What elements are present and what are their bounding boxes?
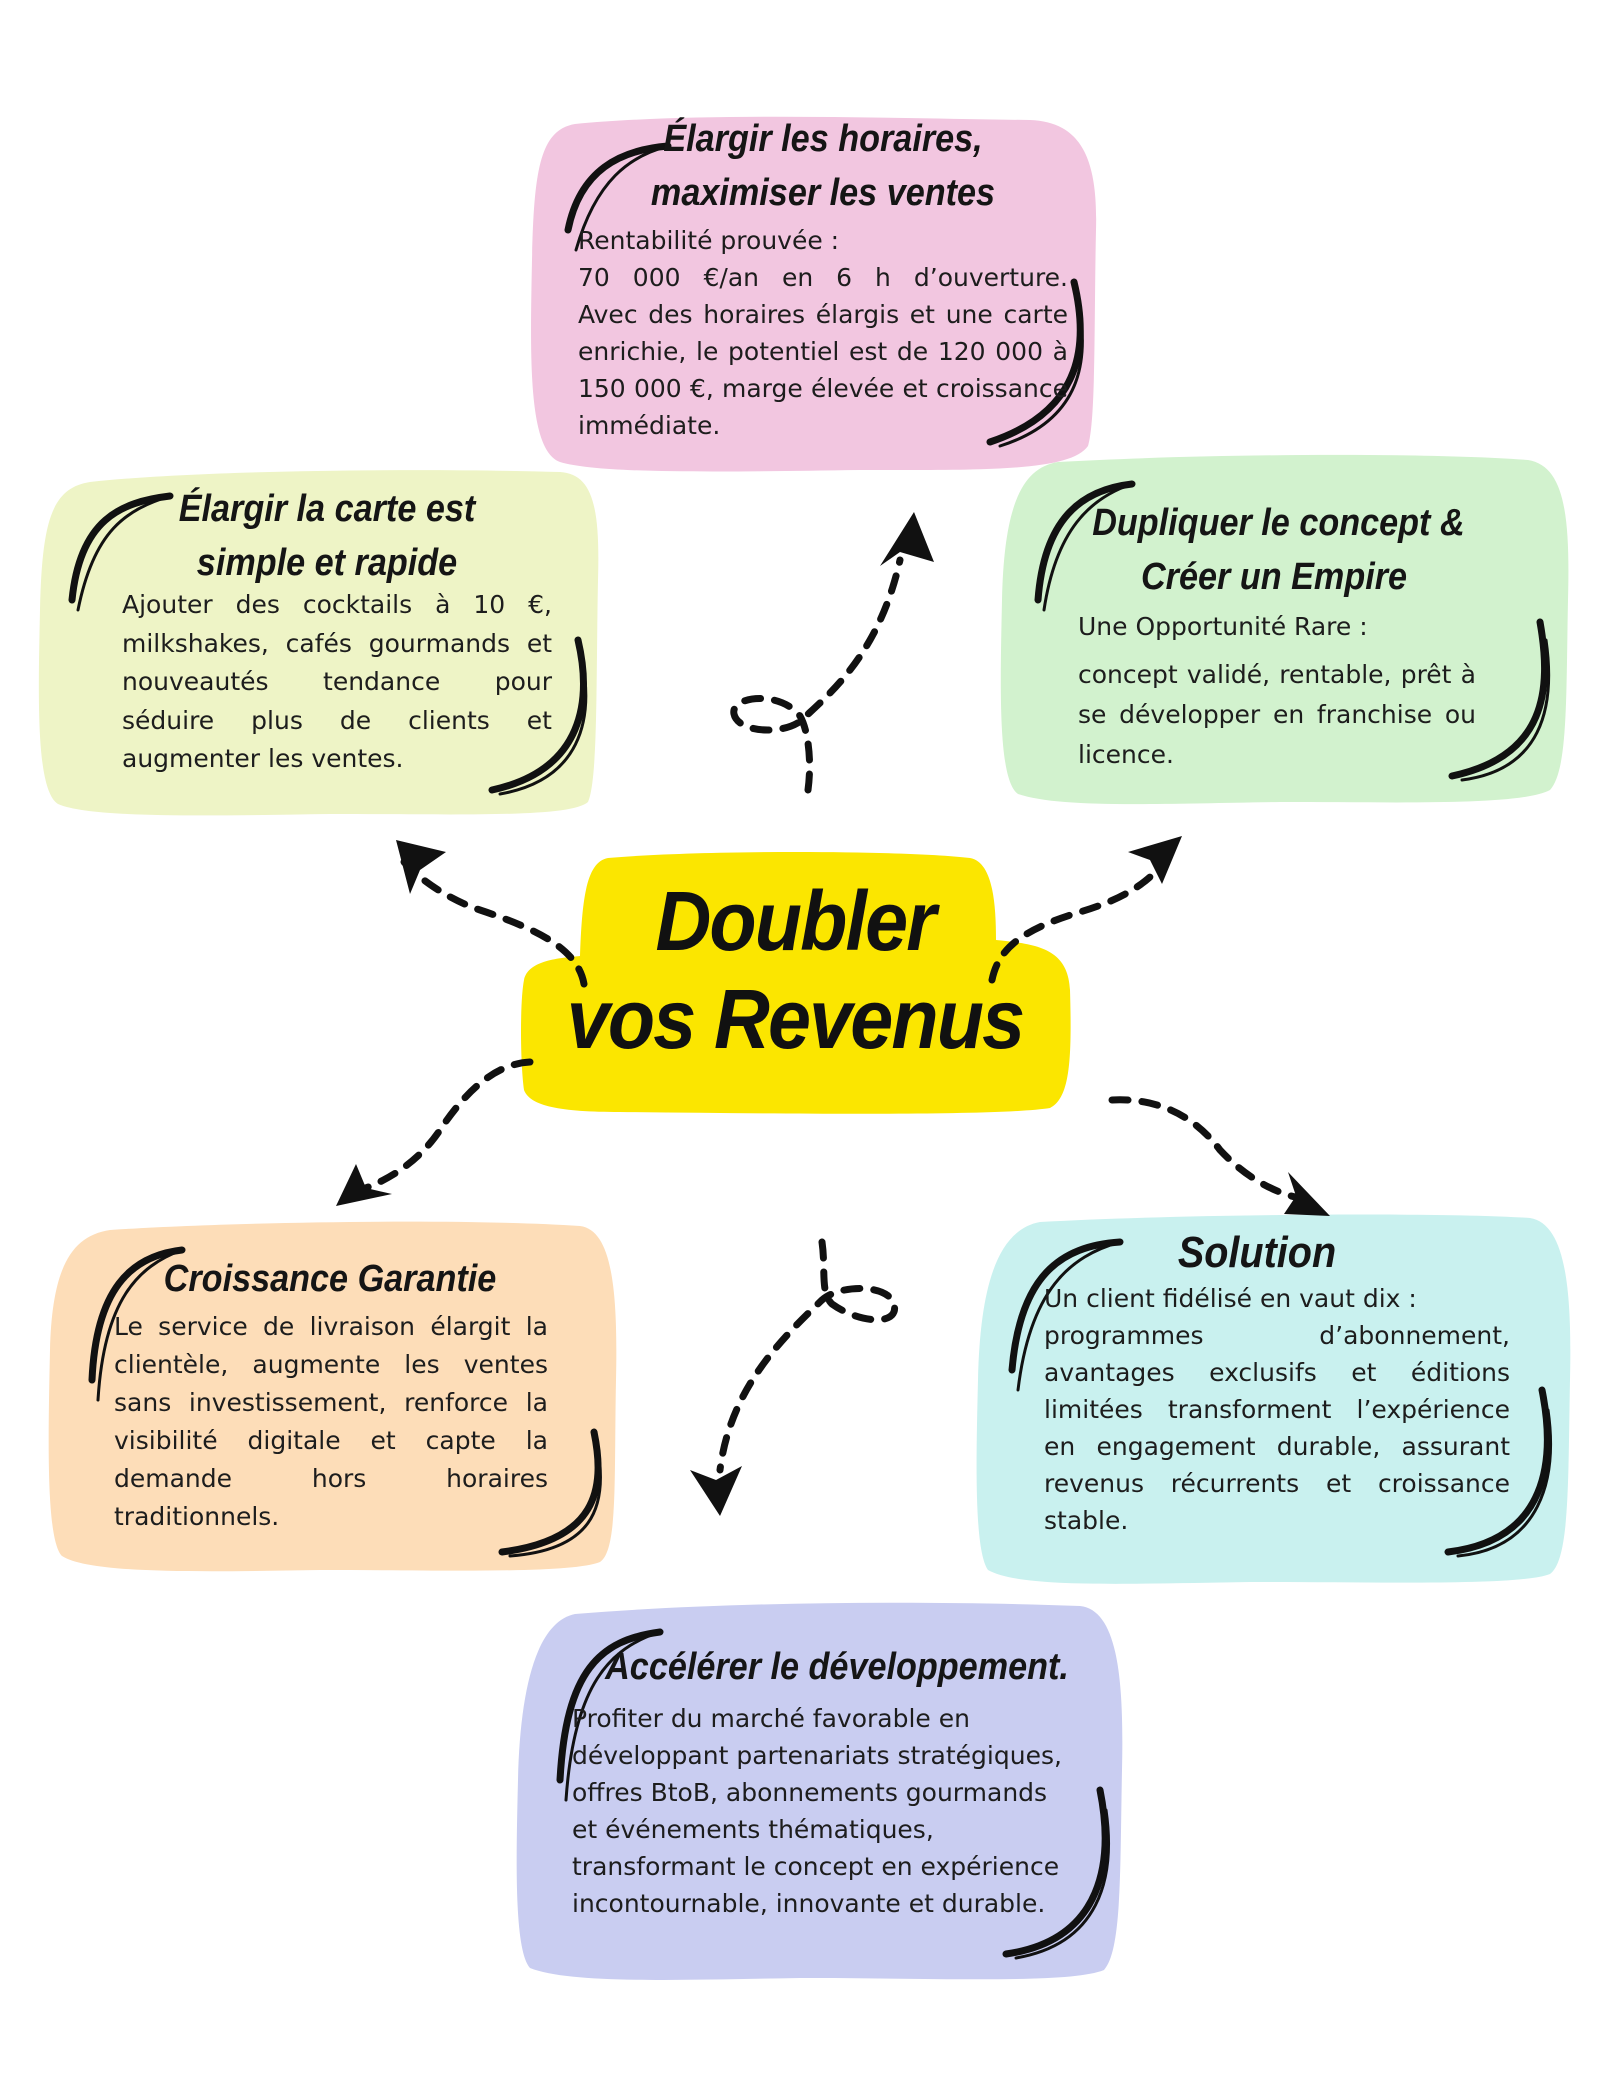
card-croissance-title: Croissance Garantie xyxy=(163,1258,497,1300)
card-developpement-body-line: et événements thématiques, xyxy=(572,1815,934,1844)
card-carte-title-line1: Élargir la carte est xyxy=(178,488,476,530)
card-carte: Élargir la carte est simple et rapide Aj… xyxy=(122,482,552,779)
brush-strokes xyxy=(68,142,1552,1960)
arrowhead-lower-left xyxy=(336,1164,392,1206)
card-horaires-body: Rentabilité prouvée : 70 000 €/an en 6 h… xyxy=(578,222,1068,444)
card-carte-title-line2: simple et rapide xyxy=(196,542,458,584)
card-developpement: Accélérer le développement. Profiter du … xyxy=(572,1640,1112,1922)
card-empire-title-line1: Dupliquer le concept & xyxy=(1092,502,1465,544)
arrow-to-solution xyxy=(1108,1096,1314,1204)
card-developpement-body-line: offres BtoB, abonnements gourmands xyxy=(572,1778,1048,1807)
card-horaires-title-line2: maximiser les ventes xyxy=(650,172,996,214)
card-carte-blob xyxy=(38,470,599,816)
card-horaires-blob xyxy=(531,116,1097,472)
card-developpement-title: Accélérer le développement. xyxy=(605,1646,1069,1688)
connector-arrows xyxy=(356,556,1314,1474)
arrow-to-croissance xyxy=(356,1058,534,1194)
arrowhead-down xyxy=(690,1466,742,1516)
card-horaires: Élargir les horaires, maximiser les vent… xyxy=(578,112,1068,444)
card-empire-title-line2: Créer un Empire xyxy=(1140,556,1408,598)
card-horaires-body-line1: Rentabilité prouvée : xyxy=(578,226,840,255)
card-solution-blob xyxy=(976,1214,1571,1584)
card-horaires-title-line1: Élargir les horaires, xyxy=(663,118,983,160)
card-developpement-body: Profiter du marché favorable en développ… xyxy=(572,1700,1112,1922)
arrowhead-upper-right xyxy=(1128,836,1182,884)
center-blob xyxy=(521,852,1071,1114)
card-developpement-body-line: développant partenariats stratégiques, xyxy=(572,1741,1062,1770)
card-solution: Solution Un client fidélisé en vaut dix … xyxy=(1044,1226,1510,1539)
card-developpement-body-line: transformant le concept en expérience xyxy=(572,1852,1060,1881)
arrow-to-empire xyxy=(988,852,1172,984)
arrow-to-developpement xyxy=(716,1238,898,1474)
card-empire-title: Dupliquer le concept & Créer un Empire xyxy=(1092,496,1465,604)
card-croissance-blob xyxy=(48,1221,617,1572)
card-croissance-body: Le service de livraison élargit la clien… xyxy=(114,1312,548,1531)
card-empire-body-line1: Une Opportunité Rare : xyxy=(1078,612,1368,641)
central-topic: Doubler vos Revenus xyxy=(551,872,1039,1068)
card-empire-blob xyxy=(1000,454,1569,805)
card-carte-body: Ajouter des cocktails à 10 €, milkshakes… xyxy=(122,590,552,773)
card-empire-body-line2: concept validé, rentable, prêt à se déve… xyxy=(1078,660,1476,769)
card-solution-title: Solution xyxy=(1177,1228,1337,1277)
arrowhead-upper-left xyxy=(396,840,446,894)
card-empire: Dupliquer le concept & Créer un Empire U… xyxy=(1078,496,1476,775)
arrowhead-lower-right xyxy=(1284,1172,1330,1216)
card-horaires-body-line3: Avec des horaires élargis et une carte e… xyxy=(578,300,1068,440)
card-carte-title: Élargir la carte est simple et rapide xyxy=(125,482,530,590)
central-topic-line1: Doubler xyxy=(655,874,936,968)
card-developpement-blob xyxy=(516,1602,1123,1980)
card-developpement-body-line: Profiter du marché favorable en xyxy=(572,1704,970,1733)
card-croissance: Croissance Garantie Le service de livrai… xyxy=(114,1252,548,1536)
central-topic-line2: vos Revenus xyxy=(566,972,1025,1066)
card-solution-body-line2: programmes d’abonnement, avantages exclu… xyxy=(1044,1321,1510,1535)
arrow-to-carte xyxy=(400,858,588,988)
card-developpement-body-line: incontournable, innovante et durable. xyxy=(572,1889,1046,1918)
arrowhead-up xyxy=(880,512,934,566)
arrowheads xyxy=(336,512,1330,1516)
arrow-to-horaires xyxy=(730,556,904,794)
card-horaires-title: Élargir les horaires, maximiser les vent… xyxy=(603,112,1044,220)
card-solution-body-line1: Un client fidélisé en vaut dix : xyxy=(1044,1284,1417,1313)
card-horaires-body-line2: 70 000 €/an en 6 h d’ouverture. xyxy=(578,263,1068,292)
